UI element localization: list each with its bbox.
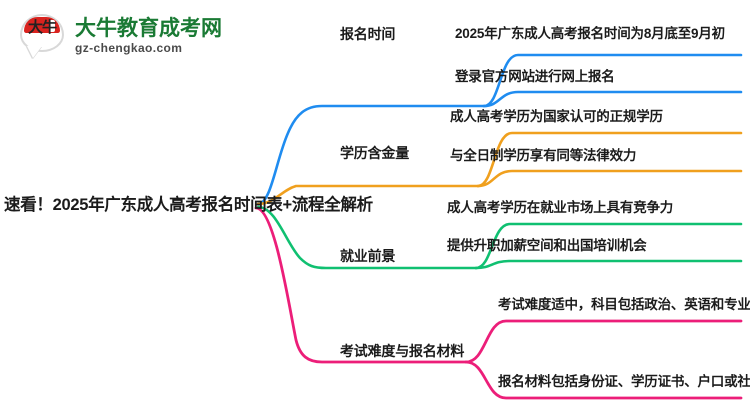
site-logo: 大牛 大牛教育成考网 gz-chengkao.com bbox=[18, 8, 228, 64]
connector-branch-2-child-2 bbox=[476, 169, 743, 188]
logo-subtitle: gz-chengkao.com bbox=[75, 40, 183, 55]
connector-branch-1-child-2 bbox=[482, 90, 743, 108]
logo-red-arc bbox=[24, 17, 60, 33]
leaf-label-1-1[interactable]: 2025年广东成人高考报名时间为8月底至9月初 bbox=[455, 26, 725, 41]
mindmap-root-label[interactable]: 速看！2025年广东成人高考报名时间表+流程全解析 bbox=[4, 196, 373, 214]
connector-branch-4-child-1 bbox=[464, 319, 743, 364]
branch-label-3[interactable]: 就业前景 bbox=[340, 248, 396, 264]
branch-label-2[interactable]: 学历含金量 bbox=[340, 145, 409, 161]
leaf-label-2-2[interactable]: 与全日制学历享有同等法律效力 bbox=[450, 148, 637, 163]
logo-wordmark: 大牛教育成考网 gz-chengkao.com bbox=[75, 16, 222, 55]
branch-label-4[interactable]: 考试难度与报名材料 bbox=[340, 343, 465, 359]
logo-bubble-tail bbox=[27, 46, 42, 58]
connector-branch-4-trunk bbox=[254, 206, 468, 364]
leaf-label-1-2[interactable]: 登录官方网站进行网上报名 bbox=[455, 69, 615, 84]
branch-label-1[interactable]: 报名时间 bbox=[340, 26, 396, 42]
leaf-label-3-2[interactable]: 提供升职加薪空间和出国培训机会 bbox=[447, 238, 647, 253]
logo-title: 大牛教育成考网 bbox=[75, 16, 222, 40]
leaf-label-3-1[interactable]: 成人高考学历在就业市场上具有竞争力 bbox=[447, 200, 674, 215]
leaf-label-2-1[interactable]: 成人高考学历为国家认可的正规学历 bbox=[450, 109, 663, 124]
logo-arc-notch bbox=[49, 20, 55, 32]
leaf-label-4-1[interactable]: 考试难度适中，科目包括政治、英语和专业基础课 bbox=[498, 297, 750, 312]
leaf-label-4-2[interactable]: 报名材料包括身份证、学历证书、户口或社保证明 bbox=[498, 374, 750, 389]
logo-mark-text: 大牛 bbox=[27, 19, 57, 36]
logo-bubble-icon: 大牛 bbox=[18, 12, 68, 60]
connector-branch-3-child-2 bbox=[474, 259, 743, 270]
